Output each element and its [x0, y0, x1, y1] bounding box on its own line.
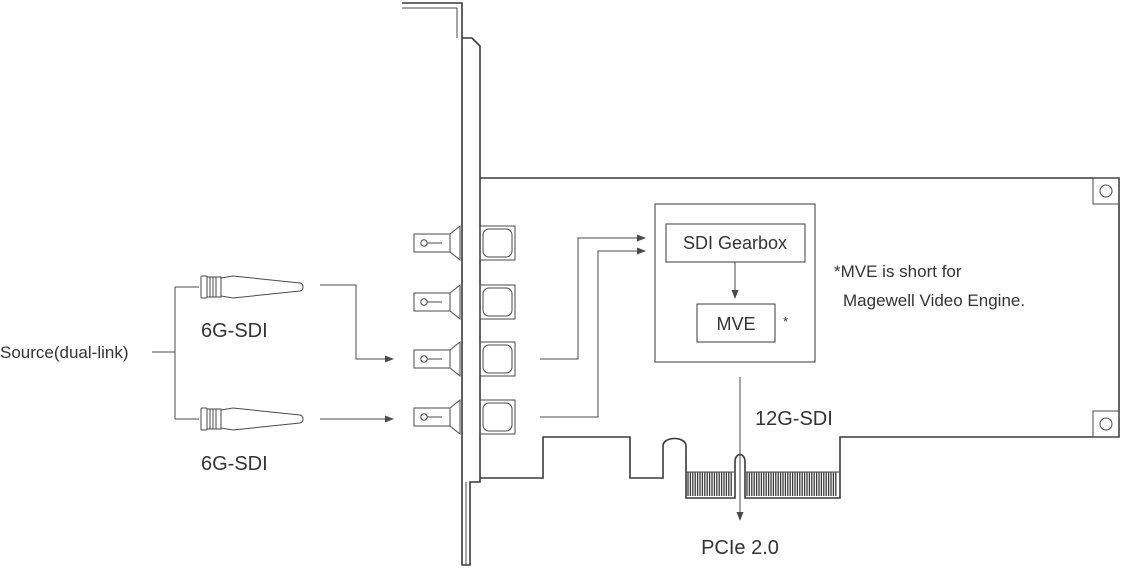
mve-box [696, 303, 776, 343]
sdi-cable-bottom-icon [200, 407, 304, 431]
connector-to-gearbox-arrows [540, 234, 646, 418]
source-label: Source(dual-link) [0, 343, 129, 362]
mounting-hole-top [1092, 177, 1120, 205]
output-12g-label: 12G-SDI [755, 408, 833, 430]
note-line-2: Magewell Video Engine. [843, 291, 1025, 310]
pcb-board [480, 177, 1120, 499]
gearbox-label: SDI Gearbox [683, 233, 787, 253]
mve-label: MVE [716, 314, 755, 334]
bnc-connector-icon [413, 224, 516, 262]
bnc-connector-icon [413, 283, 516, 321]
bnc-connector-icon [413, 340, 516, 378]
mounting-hole-bottom [1092, 410, 1120, 438]
input-bottom-label: 6G-SDI [201, 453, 268, 475]
mounting-bracket [402, 2, 481, 566]
mve-asterisk: * [783, 314, 788, 329]
source-split-lines [152, 286, 199, 420]
sdi-cable-top-icon [200, 275, 304, 299]
pcie-label: PCIe 2.0 [701, 537, 779, 559]
bnc-connectors [413, 224, 516, 436]
input-arrows [320, 284, 394, 423]
pcie-gold-fingers [686, 471, 840, 496]
note-line-1: *MVE is short for [834, 262, 962, 281]
bnc-connector-icon [413, 398, 516, 436]
gold-finger-pins [686, 471, 840, 496]
input-top-label: 6G-SDI [201, 320, 268, 342]
